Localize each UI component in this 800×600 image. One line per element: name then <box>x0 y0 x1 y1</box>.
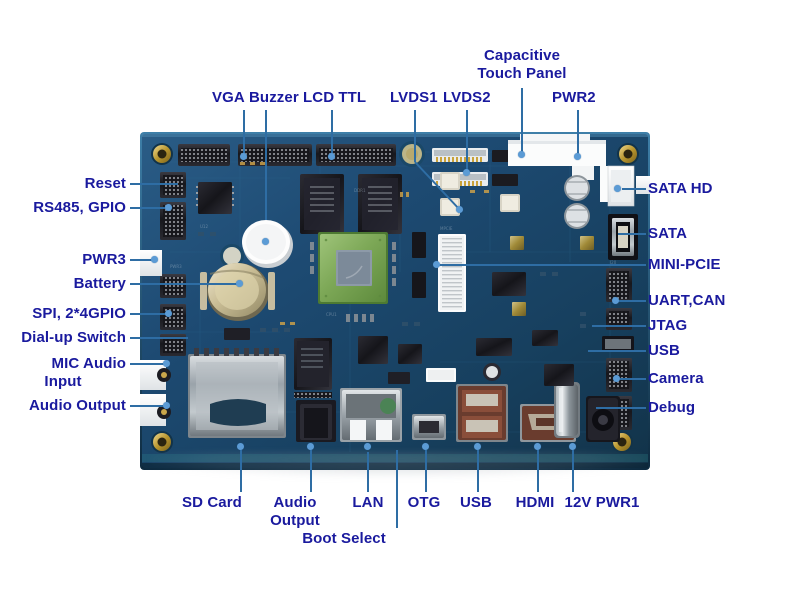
label-capacitive-touch-panel-line1: Capacitive <box>483 47 561 64</box>
label-usb-bottom: USB <box>460 494 492 511</box>
label-audio-output-bottom-line1: Audio <box>273 494 317 511</box>
svg-text:PWR3: PWR3 <box>170 264 182 269</box>
leader-reset <box>130 183 178 185</box>
label-sata-hd: SATA HD <box>648 180 713 197</box>
label-12v-pwr1: 12V PWR1 <box>564 494 640 511</box>
label-battery: Battery <box>73 275 126 292</box>
leader-pwr3 <box>130 259 154 261</box>
leader-lvds1-diag <box>414 161 461 211</box>
dot-lvds1 <box>456 206 463 213</box>
leader-otg <box>425 450 427 492</box>
label-lcd-ttl: LCD TTL <box>303 89 367 106</box>
dot-mini-pcie <box>433 261 440 268</box>
leader-usb-right <box>588 350 646 352</box>
leader-12v-pwr1 <box>572 450 574 492</box>
svg-text:J20: J20 <box>609 260 617 265</box>
svg-text:U12: U12 <box>200 224 208 229</box>
leader-buzzer <box>265 110 267 220</box>
dot-vga <box>240 153 247 160</box>
dot-camera <box>613 375 620 382</box>
dot-pwr2 <box>574 153 581 160</box>
dot-audio-output-left <box>163 402 170 409</box>
label-camera: Camera <box>648 370 704 387</box>
leader-sd-card <box>240 450 242 492</box>
label-jtag: JTAG <box>648 317 688 334</box>
label-lvds2: LVDS2 <box>443 89 491 106</box>
label-audio-output-bottom-line2: Output <box>270 512 320 529</box>
label-rs485-gpio: RS485, GPIO <box>33 199 126 216</box>
label-usb-right: USB <box>648 342 680 359</box>
dot-mic-audio-input <box>163 360 170 367</box>
label-debug: Debug <box>648 399 696 416</box>
label-dial-up-switch: Dial-up Switch <box>21 329 126 346</box>
leader-mic-audio-input <box>130 363 166 365</box>
svg-text:DDR1: DDR1 <box>354 188 366 193</box>
leader-audio-output-left <box>130 405 166 407</box>
leader-usb-bottom <box>477 450 479 492</box>
leader-boot-select <box>396 450 398 528</box>
svg-text:CPU1: CPU1 <box>326 312 337 317</box>
label-pwr3: PWR3 <box>82 251 126 268</box>
dot-capacitive-touch-panel <box>518 151 525 158</box>
label-otg: OTG <box>407 494 441 511</box>
dot-buzzer <box>262 238 269 245</box>
leader-lvds2 <box>466 110 468 172</box>
dot-audio-output-bottom <box>307 443 314 450</box>
leader-uart-can <box>618 300 646 302</box>
dot-lvds2 <box>463 169 470 176</box>
svg-text:MPCIE: MPCIE <box>440 226 453 231</box>
label-buzzer: Buzzer <box>249 89 299 106</box>
leader-vga <box>243 110 245 156</box>
label-sata: SATA <box>648 225 688 242</box>
leader-camera <box>620 378 646 380</box>
dot-battery <box>236 280 243 287</box>
label-lan: LAN <box>352 494 384 511</box>
label-vga: VGA <box>212 89 245 106</box>
dot-usb-bottom <box>474 443 481 450</box>
leader-jtag <box>592 325 646 327</box>
dot-pwr3 <box>151 256 158 263</box>
label-mic-audio-input-line2: Input <box>44 373 82 390</box>
label-sd-card: SD Card <box>182 494 242 511</box>
leader-sata-hd <box>622 188 646 190</box>
label-boot-select: Boot Select <box>302 530 386 547</box>
leader-battery <box>130 283 240 285</box>
leader-mini-pcie <box>436 264 646 266</box>
leader-lan <box>367 452 369 492</box>
leader-hdmi <box>537 450 539 492</box>
leader-capacitive-touch-panel <box>521 88 523 154</box>
label-reset: Reset <box>84 175 126 192</box>
label-uart-can: UART,CAN <box>648 292 726 309</box>
leader-debug <box>596 407 646 409</box>
leader-rs485-gpio <box>130 207 168 209</box>
label-hdmi: HDMI <box>515 494 555 511</box>
dot-lan <box>364 443 371 450</box>
leader-sata <box>618 233 646 235</box>
leader-spi-gpio <box>130 313 168 315</box>
dot-sata-hd <box>614 185 621 192</box>
dot-uart-can <box>612 297 619 304</box>
dot-spi-gpio <box>165 310 172 317</box>
label-spi-gpio: SPI, 2*4GPIO <box>32 305 126 322</box>
label-audio-output-left: Audio Output <box>28 397 126 414</box>
label-pwr2: PWR2 <box>552 89 596 106</box>
dot-sd-card <box>237 443 244 450</box>
dot-12v-pwr1 <box>569 443 576 450</box>
leader-audio-output-bottom <box>310 450 312 492</box>
leader-lvds1-v <box>414 110 416 162</box>
label-mini-pcie: MINI-PCIE <box>648 256 721 273</box>
dot-otg <box>422 443 429 450</box>
leader-lcd-ttl <box>331 110 333 156</box>
dot-lcd-ttl <box>328 153 335 160</box>
leader-dial-up-switch <box>130 337 188 339</box>
label-mic-audio-input-line1: MIC Audio <box>51 355 126 372</box>
label-capacitive-touch-panel-line2: Touch Panel <box>477 65 567 82</box>
dot-rs485-gpio <box>165 204 172 211</box>
label-lvds1: LVDS1 <box>390 89 438 106</box>
leader-pwr2 <box>577 110 579 156</box>
dot-hdmi <box>534 443 541 450</box>
